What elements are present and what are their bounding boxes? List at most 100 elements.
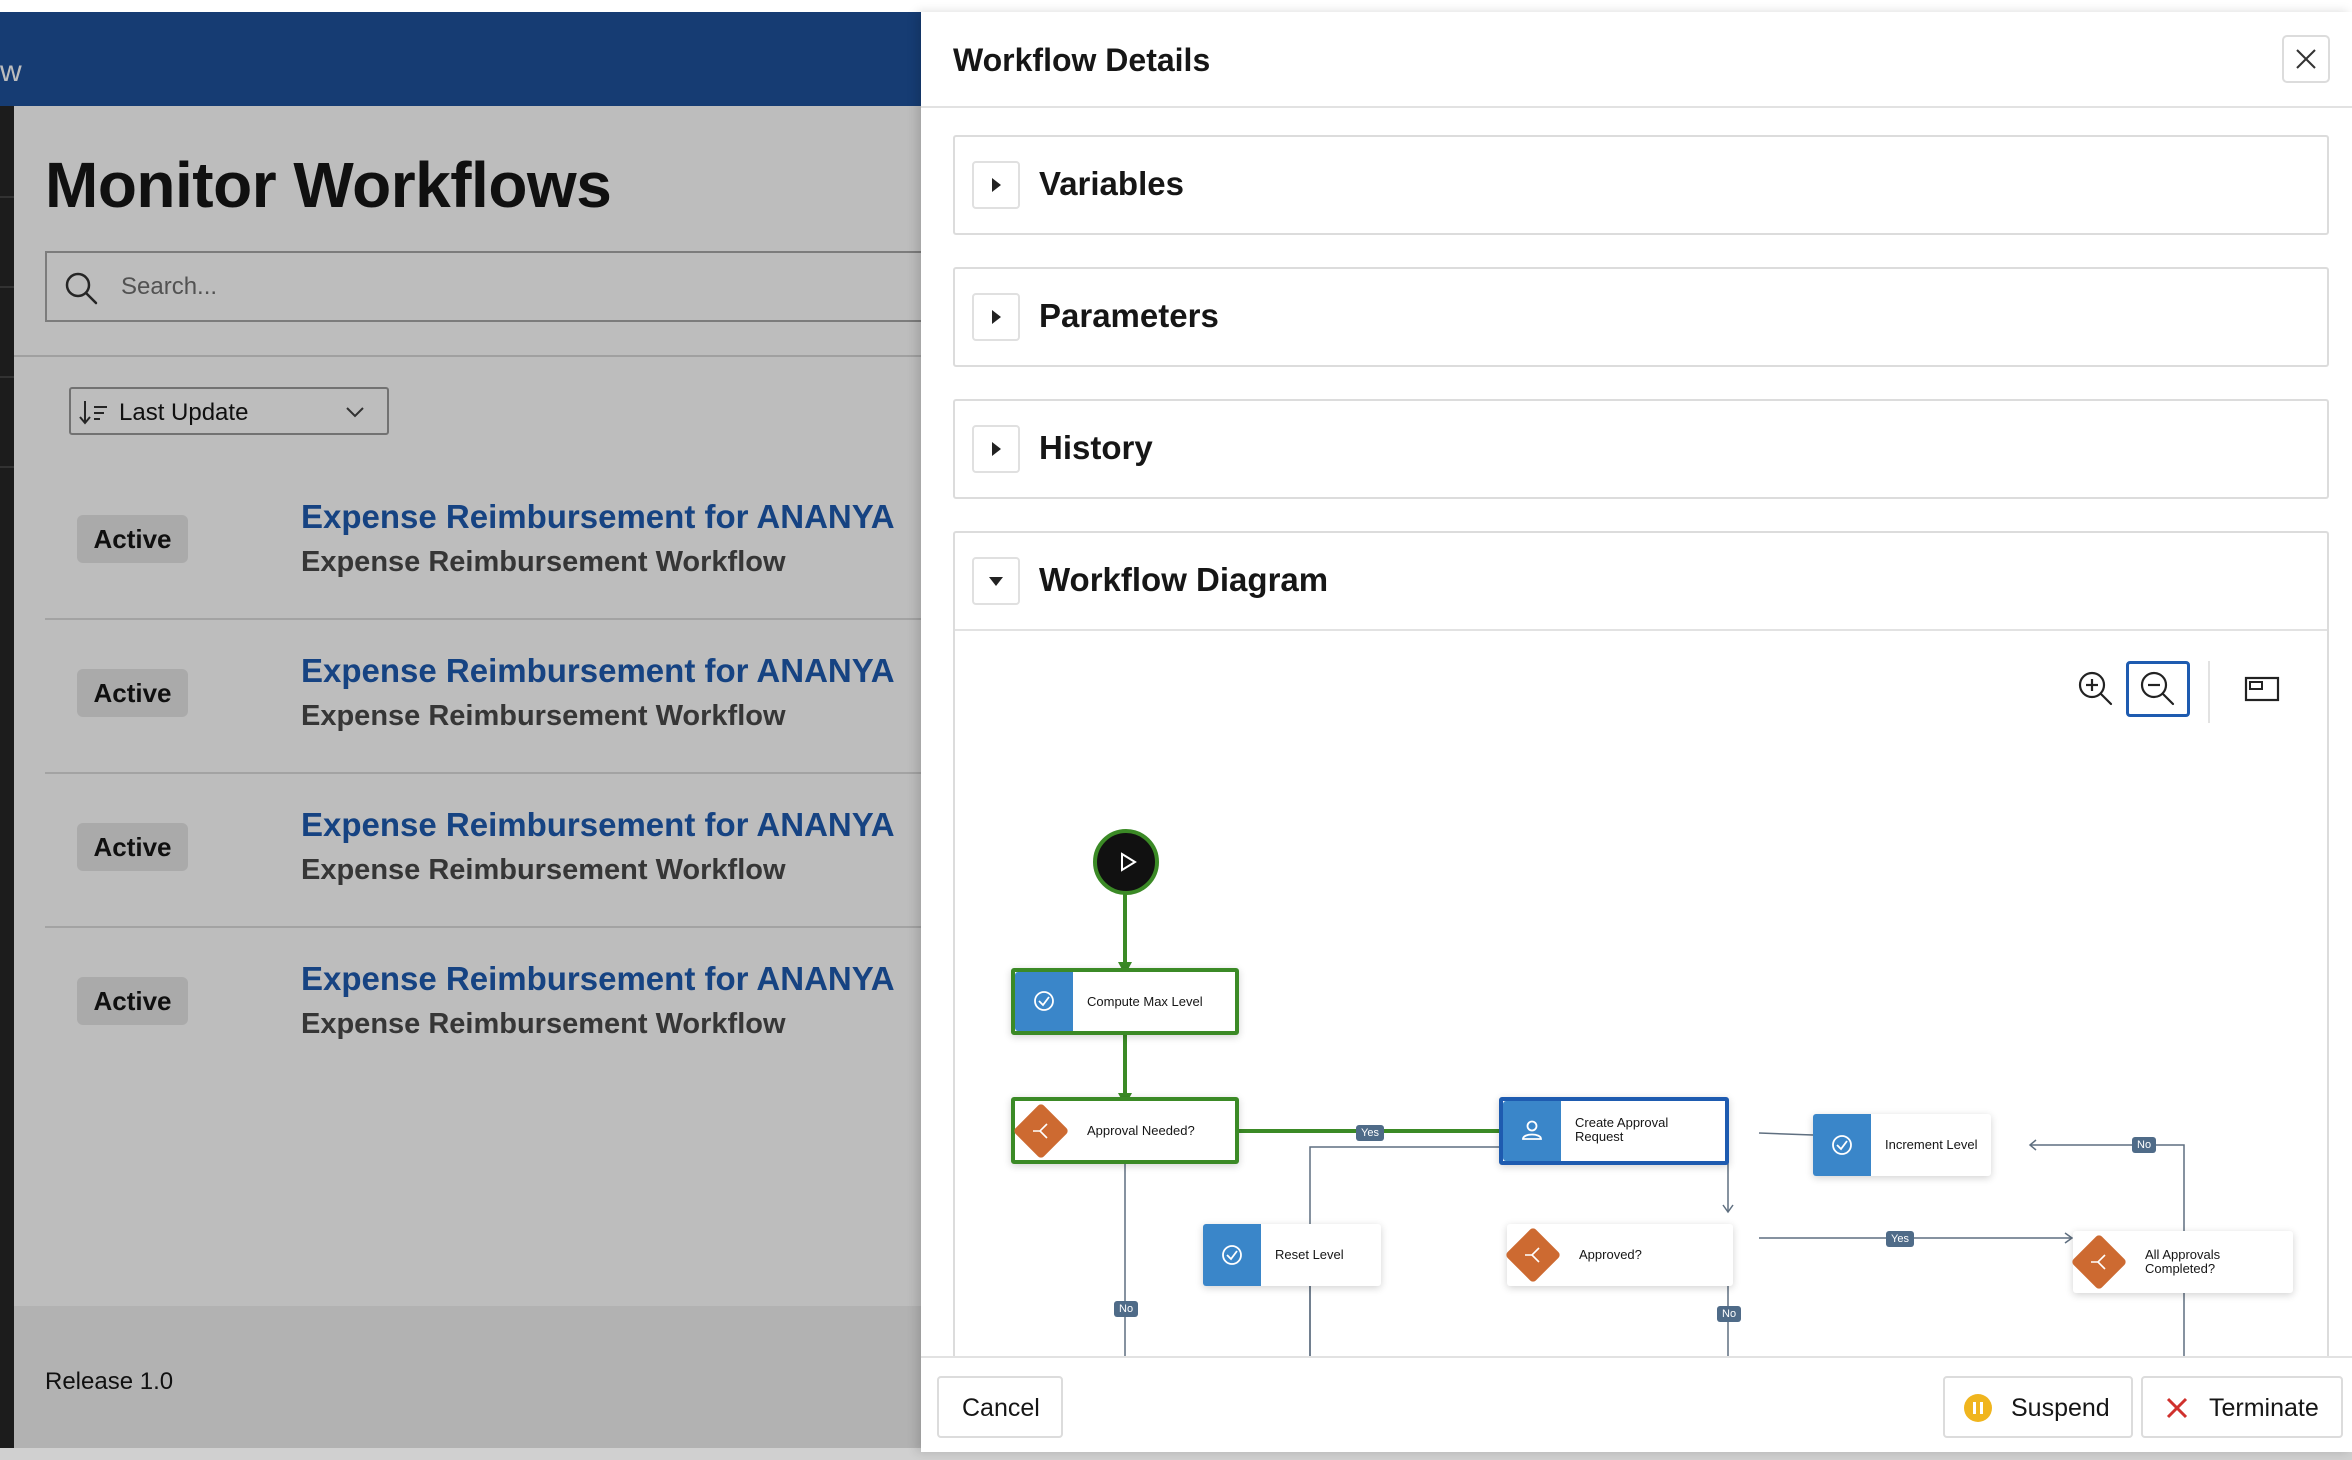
edge-label-yes: Yes (1886, 1231, 1914, 1247)
node-approved[interactable]: Approved? (1504, 1224, 1733, 1286)
node-label: Completed? (2145, 1261, 2216, 1276)
split-icon (2091, 1254, 2106, 1270)
sort-select[interactable]: Last Update (69, 387, 389, 435)
side-nav-strip[interactable] (0, 106, 14, 1460)
edge-label-yes: Yes (1356, 1125, 1384, 1141)
top-strip (0, 0, 2352, 12)
workflow-list-item[interactable]: Active Expense Reimbursement for ANANYA … (45, 774, 921, 928)
sort-descending-icon (79, 401, 107, 425)
terminate-button[interactable]: Terminate (2141, 1376, 2343, 1438)
workflow-list-item[interactable]: Active Expense Reimbursement for ANANYA … (45, 466, 921, 620)
zoom-out-button[interactable] (2126, 661, 2190, 717)
cancel-label: Cancel (962, 1394, 1040, 1422)
edge-label-no: No (1114, 1301, 1139, 1317)
dialog-header: Workflow Details (921, 12, 2352, 108)
task-icon (1203, 1224, 1261, 1286)
sort-label: Last Update (119, 399, 249, 426)
release-version: Release 1.0 (45, 1368, 174, 1395)
workflow-diagram-region-header[interactable]: Workflow Diagram (955, 533, 2327, 629)
caret-down-icon (989, 577, 1003, 586)
workflow-title-link[interactable]: Expense Reimbursement for ANANYA (301, 960, 895, 997)
task-icon (1813, 1114, 1871, 1176)
workflow-title-link[interactable]: Expense Reimbursement for ANANYA (301, 806, 895, 843)
status-badge: Active (77, 977, 188, 1025)
nav-divider (0, 466, 14, 468)
parameters-region: Parameters (953, 267, 2329, 367)
expand-history-button[interactable] (972, 425, 1020, 473)
cancel-button[interactable]: Cancel (937, 1376, 1063, 1438)
row-divider (45, 618, 921, 620)
start-node[interactable] (1093, 829, 1159, 895)
node-label: Request (1575, 1129, 1624, 1144)
workflow-subtitle: Expense Reimbursement Workflow (301, 546, 786, 578)
search-input[interactable] (121, 267, 901, 307)
node-label: All Approvals (2145, 1247, 2221, 1262)
split-icon (1525, 1247, 1540, 1263)
variables-region: Variables (953, 135, 2329, 235)
chevron-down-icon (346, 407, 364, 418)
play-icon (1121, 852, 1137, 872)
page-title: Monitor Workflows (45, 149, 612, 221)
workflow-list-item[interactable]: Active Expense Reimbursement for ANANYA … (45, 620, 921, 774)
zoom-in-button[interactable] (2064, 661, 2128, 717)
suspend-button[interactable]: Suspend (1943, 1376, 2133, 1438)
node-label: Increment Level (1885, 1137, 1978, 1152)
workflow-subtitle: Expense Reimbursement Workflow (301, 700, 786, 732)
dialog-footer: Cancel Suspend Terminate (921, 1356, 2352, 1452)
variables-region-header[interactable]: Variables (955, 137, 2327, 233)
history-region-header[interactable]: History (955, 401, 2327, 497)
workflow-title-link[interactable]: Expense Reimbursement for ANANYA (301, 498, 895, 535)
task-icon (1015, 972, 1073, 1031)
node-reset-level[interactable]: Reset Level (1203, 1224, 1381, 1286)
terminate-label: Terminate (2209, 1394, 2319, 1422)
node-label: Approved? (1579, 1247, 1642, 1262)
suspend-label: Suspend (2011, 1394, 2110, 1422)
node-compute-max-level[interactable]: Compute Max Level (1011, 968, 1239, 1035)
parameters-region-header[interactable]: Parameters (955, 269, 2327, 365)
task-icon (1503, 1101, 1561, 1161)
workflow-details-dialog: Workflow Details Variables Parameters (921, 12, 2352, 1452)
fit-to-screen-button[interactable] (2230, 661, 2294, 717)
region-title-parameters: Parameters (1039, 297, 1219, 334)
close-button[interactable] (2282, 35, 2330, 83)
expand-parameters-button[interactable] (972, 293, 1020, 341)
expand-variables-button[interactable] (972, 161, 1020, 209)
workflow-list-item[interactable]: Active Expense Reimbursement for ANANYA … (45, 928, 921, 1082)
search-icon (65, 272, 98, 305)
caret-right-icon (992, 310, 1001, 324)
collapse-diagram-button[interactable] (972, 557, 1020, 605)
node-label: Approval Needed? (1087, 1123, 1195, 1138)
workflow-title-link[interactable]: Expense Reimbursement for ANANYA (301, 652, 895, 689)
search-box[interactable] (45, 251, 925, 322)
app-header: w (0, 12, 921, 106)
node-increment-level[interactable]: Increment Level (1813, 1114, 1991, 1176)
check-circle-icon (1832, 1135, 1852, 1155)
close-icon (2166, 1397, 2188, 1419)
nav-divider (0, 286, 14, 288)
node-all-approvals-completed[interactable]: All Approvals Completed? (2070, 1231, 2293, 1293)
modal-overlay[interactable] (0, 12, 921, 1460)
workflow-subtitle: Expense Reimbursement Workflow (301, 1008, 786, 1040)
app-header-title-fragment: w (0, 55, 22, 88)
node-approval-needed[interactable]: Approval Needed? (1011, 1097, 1239, 1164)
dialog-title: Workflow Details (953, 42, 1211, 78)
status-badge: Active (77, 823, 188, 871)
toolbar-separator (2208, 661, 2210, 723)
status-badge: Active (77, 669, 188, 717)
nav-divider (0, 376, 14, 378)
node-label: Reset Level (1275, 1247, 1344, 1262)
workflow-subtitle: Expense Reimbursement Workflow (301, 854, 786, 886)
caret-right-icon (992, 178, 1001, 192)
region-title-diagram: Workflow Diagram (1039, 561, 1329, 598)
page-footer (14, 1306, 921, 1460)
check-circle-icon (1222, 1245, 1242, 1265)
nav-divider (0, 196, 14, 198)
row-divider (45, 772, 921, 774)
history-region: History (953, 399, 2329, 499)
node-create-approval-request[interactable]: Create Approval Request (1499, 1097, 1729, 1165)
toolbar-divider (14, 355, 921, 357)
diagram-canvas[interactable]: Compute Max Level Approval Needed? (955, 629, 2327, 1359)
edge-label-no: No (1717, 1306, 1742, 1322)
status-badge: Active (77, 515, 188, 563)
split-icon (1033, 1123, 1048, 1139)
